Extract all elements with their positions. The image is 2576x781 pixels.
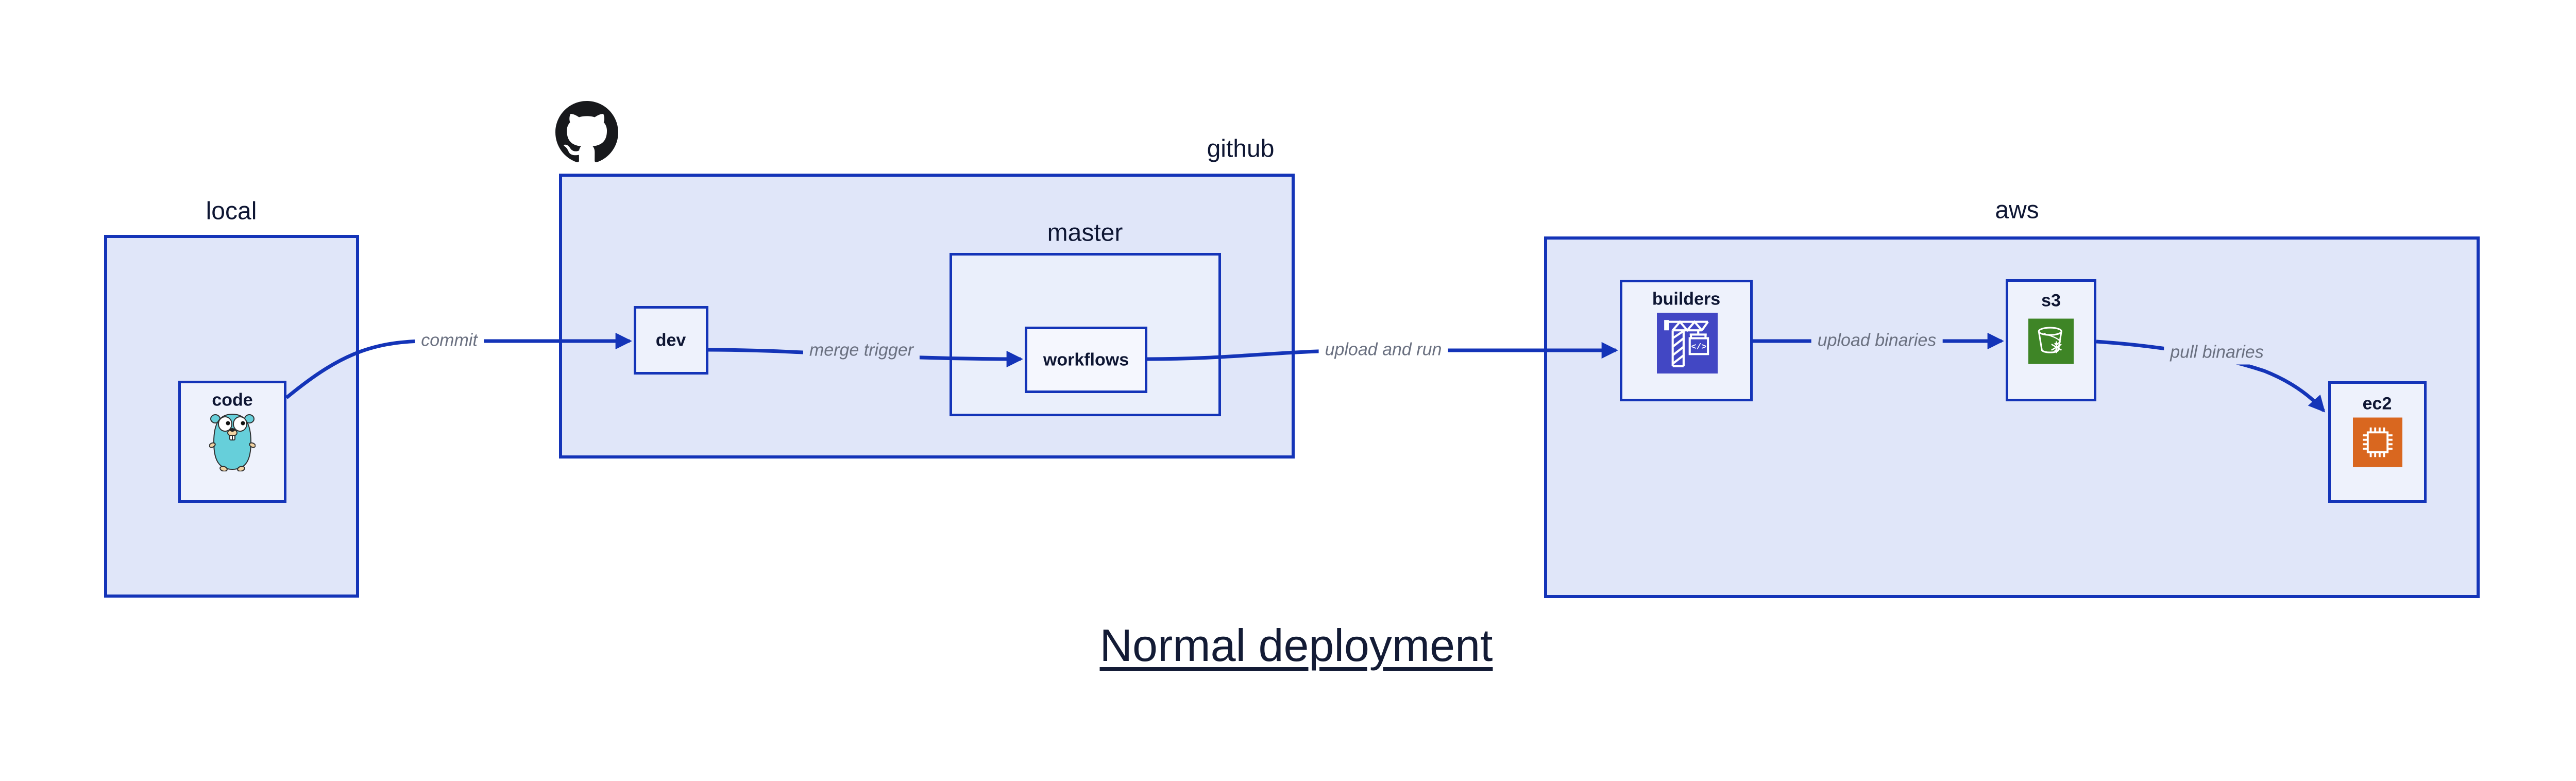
- master-label: master: [1047, 219, 1123, 247]
- codebuild-code-glyph: </>: [1691, 342, 1707, 352]
- diagram-title: Normal deployment: [1099, 620, 1493, 671]
- ec2-icon-bg: [2353, 417, 2402, 467]
- aws-s3-glacier-bucket-icon: [2028, 318, 2074, 364]
- builders-label: builders: [1652, 289, 1721, 309]
- aws-ec2-chip-icon: [2353, 417, 2402, 467]
- edge-label-pull-binaries: pull binaries: [2164, 340, 2270, 365]
- edge-label-upload-and-run: upload and run: [1318, 337, 1448, 362]
- node-dev: [634, 306, 708, 375]
- edge-label-commit: commit: [415, 328, 484, 353]
- s3-label: s3: [2041, 291, 2061, 311]
- workflows-label: workflows: [1043, 350, 1129, 370]
- dev-label: dev: [655, 330, 686, 350]
- edge-label-upload-binaries: upload binaries: [1811, 328, 1943, 353]
- aws-label: aws: [1995, 196, 2039, 224]
- github-label: github: [1207, 135, 1275, 163]
- code-label: code: [212, 390, 253, 410]
- go-gopher-icon: [209, 413, 256, 471]
- s3-icon-bg: [2028, 318, 2074, 364]
- node-builders: [1620, 280, 1753, 401]
- local-label: local: [206, 197, 257, 225]
- github-octocat-icon: [555, 101, 618, 162]
- node-workflows: [1025, 327, 1147, 393]
- edge-label-merge-trigger: merge trigger: [803, 338, 920, 363]
- ec2-label: ec2: [2362, 394, 2392, 414]
- aws-codebuild-crane-icon: </>: [1657, 313, 1718, 373]
